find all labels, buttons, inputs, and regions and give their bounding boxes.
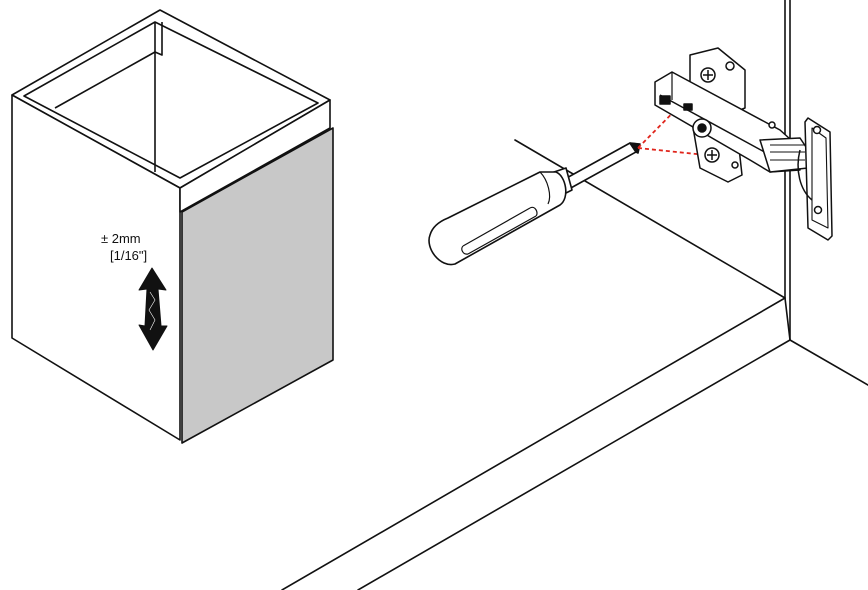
tolerance-metric-label: ± 2mm: [101, 231, 141, 246]
cabinet-left-face: [11, 94, 181, 441]
screwdriver-icon: [428, 142, 641, 266]
cabinet-front-edge: [179, 99, 331, 213]
cabinet-interior: [281, 0, 868, 590]
cabinet-box: [11, 9, 331, 441]
cabinet-inner-back: [54, 22, 163, 109]
hinge-cup-plate: [797, 117, 833, 241]
tolerance-imperial-label: [1/16"]: [110, 248, 148, 263]
cabinet-door-panel: [181, 127, 334, 444]
double-vertical-arrow-icon: [138, 267, 168, 351]
cabinet-opening: [23, 21, 319, 179]
